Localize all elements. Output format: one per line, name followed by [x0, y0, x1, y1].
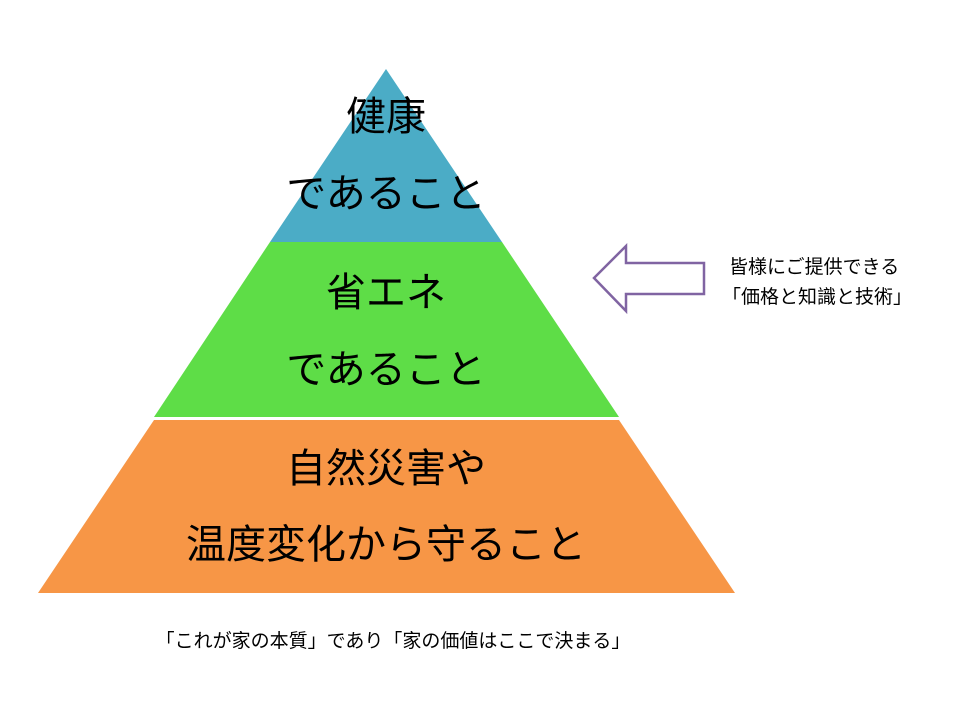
- tier-middle-line-2: であること: [286, 347, 486, 393]
- annotation-line-2: 「価格と知識と技術」: [722, 286, 912, 308]
- tier-bottom-line-2: 温度変化から守ること: [186, 522, 586, 568]
- tier-top-shape: [270, 69, 502, 242]
- tier-top: 健康 であること: [270, 69, 502, 242]
- caption: 「これが家の本質」であり「家の価値はここで決まる」: [156, 630, 631, 652]
- annotation-line-1: 皆様にご提供できる: [729, 256, 899, 278]
- tier-top-line-1: 健康: [346, 94, 426, 140]
- tier-middle-line-1: 省エネ: [326, 270, 446, 316]
- tier-bottom-line-1: 自然災害や: [286, 446, 486, 492]
- tier-bottom-shape: [38, 420, 735, 593]
- left-arrow-outline-icon: [592, 242, 706, 315]
- tier-top-line-2: であること: [286, 171, 486, 217]
- tier-bottom: 自然災害や 温度変化から守ること: [38, 420, 735, 593]
- tier-middle: 省エネ であること: [154, 242, 619, 417]
- tier-middle-shape: [154, 242, 619, 417]
